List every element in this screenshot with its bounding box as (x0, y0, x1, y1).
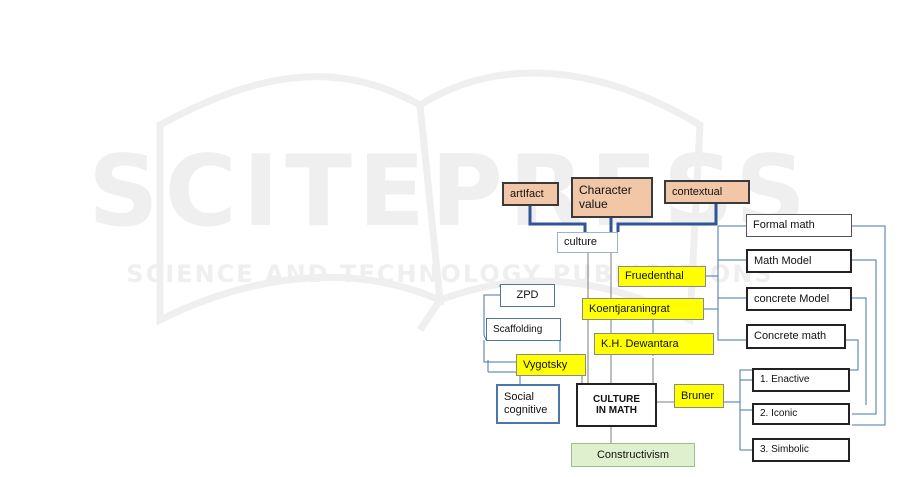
node-simbolic: 3. Simbolic (752, 438, 850, 462)
node-math-model-label: Math Model (754, 254, 812, 267)
node-koentjaraningrat: Koentjaraningrat (582, 298, 704, 320)
node-enactive: 1. Enactive (752, 368, 850, 392)
node-social-cognitive-label: Social cognitive (504, 391, 548, 416)
node-culture-in-math: CULTURE IN MATH (576, 383, 657, 427)
node-scaffolding: Scaffolding (486, 318, 561, 341)
node-iconic-label: 2. Iconic (760, 408, 798, 420)
node-culture: culture (557, 232, 618, 253)
node-vygotsky: Vygotsky (516, 354, 586, 376)
node-bruner: Bruner (674, 384, 724, 408)
node-iconic: 2. Iconic (752, 403, 850, 425)
node-kh-dewantara: K.H. Dewantara (594, 333, 714, 355)
node-contextual: contextual (664, 180, 750, 204)
node-concrete-math: Concrete math (746, 324, 846, 349)
node-character-value: Character value (571, 177, 653, 218)
node-culture-in-math-label: CULTURE IN MATH (592, 393, 641, 417)
node-culture-label: culture (564, 236, 598, 249)
node-fruedenthal-label: Fruedenthal (625, 270, 684, 283)
node-kh-dewantara-label: K.H. Dewantara (601, 337, 679, 350)
node-simbolic-label: 3. Simbolic (760, 444, 809, 456)
node-vygotsky-label: Vygotsky (523, 358, 568, 371)
node-constructivism-label: Constructivism (596, 448, 670, 461)
node-social-cognitive: Social cognitive (496, 384, 560, 424)
node-artifact-label: artIfact (510, 187, 544, 200)
node-constructivism: Constructivism (571, 443, 695, 467)
node-formal-math-label: Formal math (753, 219, 815, 232)
node-character-value-label: Character value (579, 182, 632, 211)
node-concrete-model: concrete Model (746, 287, 852, 311)
node-bruner-label: Bruner (681, 389, 715, 402)
node-koentjaraningrat-label: Koentjaraningrat (589, 302, 670, 315)
node-math-model: Math Model (746, 249, 852, 273)
node-enactive-label: 1. Enactive (760, 374, 810, 386)
node-contextual-label: contextual (672, 185, 723, 198)
node-zpd-label: ZPD (516, 289, 539, 302)
node-scaffolding-label: Scaffolding (493, 323, 543, 335)
node-zpd: ZPD (500, 284, 555, 307)
node-concrete-math-label: Concrete math (754, 330, 827, 343)
book-logo-icon (156, 69, 704, 332)
node-concrete-model-label: concrete Model (754, 292, 830, 305)
node-fruedenthal: Fruedenthal (618, 266, 706, 287)
node-formal-math: Formal math (746, 214, 852, 237)
node-artifact: artIfact (502, 182, 559, 206)
